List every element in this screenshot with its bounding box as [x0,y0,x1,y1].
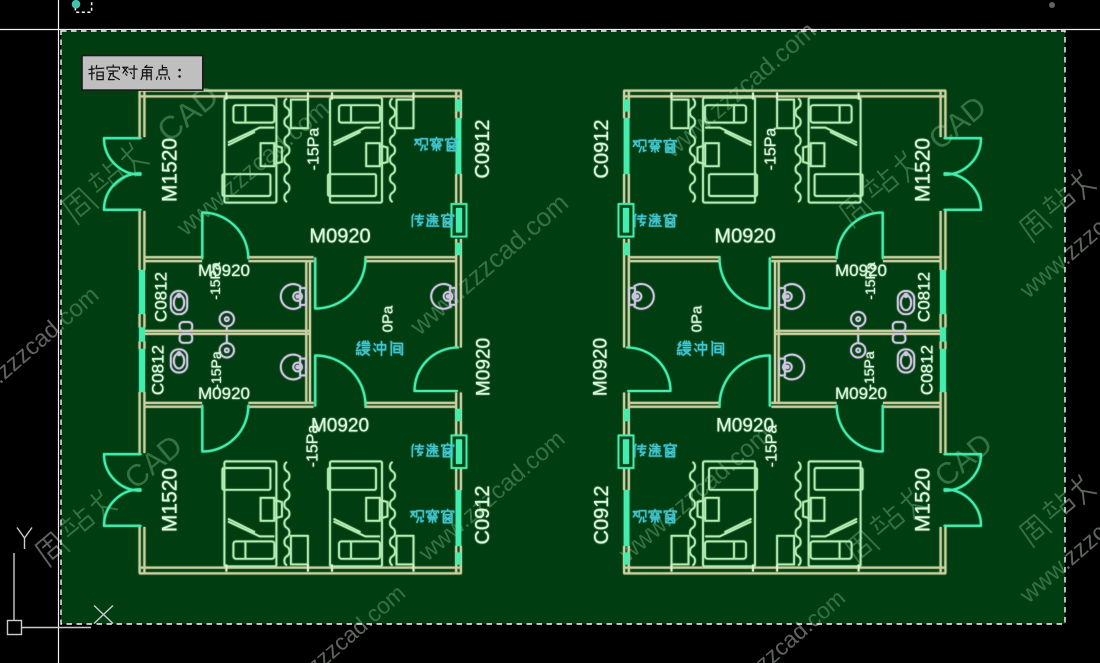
svg-text:C0912: C0912 [591,486,613,545]
svg-text:-15Pa: -15Pa [207,262,223,300]
svg-text:C0812: C0812 [918,345,937,395]
svg-text:C0812: C0812 [149,345,168,395]
svg-text:M1520: M1520 [912,468,935,532]
svg-text:-15Pa: -15Pa [305,425,322,468]
svg-text:C0912: C0912 [591,120,613,179]
svg-text:M1520: M1520 [159,468,182,532]
svg-text:-15Pa: -15Pa [861,351,877,389]
svg-text:M0920: M0920 [198,261,250,280]
svg-text:-15Pa: -15Pa [306,128,323,171]
svg-text:M0920: M0920 [716,416,774,437]
svg-text:C0912: C0912 [472,486,494,545]
svg-text:M1520: M1520 [159,138,182,202]
svg-text:M0920: M0920 [309,226,370,248]
svg-text:-15Pa: -15Pa [208,351,224,389]
svg-text:M0920: M0920 [591,338,612,396]
svg-text:M0920: M0920 [835,261,887,280]
svg-text:C0812: C0812 [152,272,171,322]
svg-text:M0920: M0920 [474,338,495,396]
svg-text:-15Pa: -15Pa [862,262,878,300]
svg-text:0Pa: 0Pa [380,305,397,332]
svg-text:M1520: M1520 [912,138,935,202]
svg-text:M0920: M0920 [835,384,887,403]
svg-text:C0812: C0812 [915,272,934,322]
svg-text:C0912: C0912 [472,120,494,179]
svg-text:M0920: M0920 [714,226,775,248]
svg-text:-15Pa: -15Pa [763,128,780,171]
svg-text:-15Pa: -15Pa [764,425,781,468]
svg-text:M0920: M0920 [311,416,369,437]
svg-text:0Pa: 0Pa [689,305,706,332]
svg-text:M0920: M0920 [198,384,250,403]
